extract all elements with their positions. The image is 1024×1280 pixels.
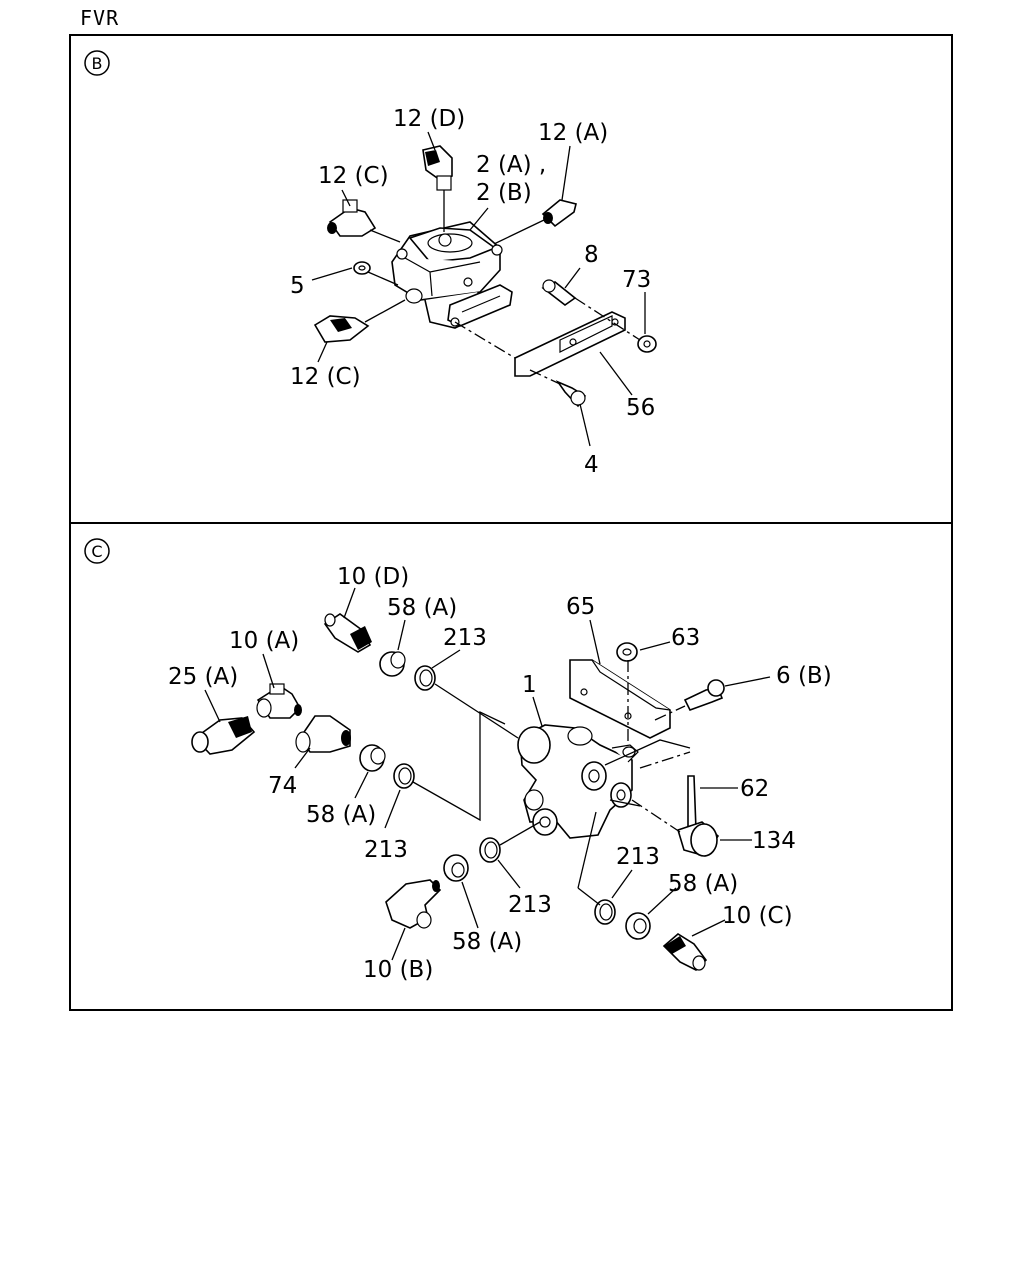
label-58a-1: 58 (A) <box>387 595 457 621</box>
label-12c-bottom: 12 (C) <box>290 364 361 390</box>
label-2a: 2 (A) , <box>476 152 546 178</box>
label-8: 8 <box>584 242 599 268</box>
label-56: 56 <box>626 395 655 421</box>
fitting-10a <box>256 683 302 719</box>
centerline-b1 <box>454 321 516 359</box>
label-213-3: 213 <box>508 892 552 918</box>
label-213-4: 213 <box>616 844 660 870</box>
plug-134 <box>677 821 720 857</box>
label-58a-3: 58 (A) <box>452 929 522 955</box>
label-10a: 10 (A) <box>229 628 299 654</box>
label-10d: 10 (D) <box>337 564 409 590</box>
label-12d: 12 (D) <box>393 106 465 132</box>
nut-63 <box>616 642 638 662</box>
label-74: 74 <box>268 773 297 799</box>
fitting-10d <box>323 613 372 653</box>
ring-213-1 <box>414 665 436 691</box>
nut-73 <box>637 335 657 353</box>
bracket-56 <box>514 311 626 377</box>
label-12a: 12 (A) <box>538 120 608 146</box>
section-c-marker-label: C <box>91 542 102 561</box>
fitting-12c-top <box>327 199 401 243</box>
label-10c: 10 (C) <box>722 903 793 929</box>
label-12c-top: 12 (C) <box>318 163 389 189</box>
label-62: 62 <box>740 776 769 802</box>
bolt-4 <box>555 380 587 408</box>
label-65: 65 <box>566 594 595 620</box>
label-1: 1 <box>522 672 537 698</box>
fitting-12d <box>422 145 453 232</box>
label-2b: 2 (B) <box>476 180 532 206</box>
section-c-marker: C <box>84 538 110 564</box>
label-5: 5 <box>290 273 305 299</box>
elbow-74 <box>295 715 351 753</box>
section-b-marker-label: B <box>92 54 103 73</box>
label-58a-2: 58 (A) <box>306 802 376 828</box>
bolt-6b <box>683 679 725 711</box>
bolt-8 <box>541 279 577 306</box>
label-134: 134 <box>752 828 796 854</box>
fitting-12c-bottom <box>313 299 406 343</box>
label-58a-4: 58 (A) <box>668 871 738 897</box>
section-c-panel <box>69 522 953 1011</box>
label-63: 63 <box>671 625 700 651</box>
centerline-c3 <box>631 799 681 833</box>
valve-body-1 <box>517 724 639 839</box>
fitting-10b <box>385 879 442 929</box>
leaders-c <box>204 587 771 961</box>
nut-58a-2 <box>359 744 386 772</box>
ring-213-2 <box>393 763 415 789</box>
nut-58a-1 <box>379 651 406 677</box>
label-213-1: 213 <box>443 625 487 651</box>
leaders-b <box>311 131 646 447</box>
centerline-b3 <box>529 369 561 385</box>
label-10b: 10 (B) <box>363 957 433 983</box>
label-25a: 25 (A) <box>168 664 238 690</box>
nut-5 <box>353 261 399 286</box>
nut-58a-3 <box>443 854 469 882</box>
ring-213-4 <box>594 899 616 925</box>
valve-body-b <box>391 221 513 329</box>
centerline-b2 <box>574 297 641 341</box>
bracket-65 <box>569 659 671 739</box>
section-b-marker: B <box>84 50 110 76</box>
label-6b: 6 (B) <box>776 663 832 689</box>
label-213-2: 213 <box>364 837 408 863</box>
connection-lines-c <box>412 683 691 906</box>
label-73: 73 <box>622 267 651 293</box>
centerline-c4 <box>654 705 686 721</box>
fitting-10c <box>662 933 708 971</box>
ring-213-3 <box>479 837 501 863</box>
label-4: 4 <box>584 452 599 478</box>
fitting-12a <box>493 199 577 245</box>
nut-58a-4 <box>625 912 651 940</box>
centerline-c2 <box>639 751 691 769</box>
switch-25a <box>191 716 256 755</box>
model-code: FVR <box>80 6 120 30</box>
